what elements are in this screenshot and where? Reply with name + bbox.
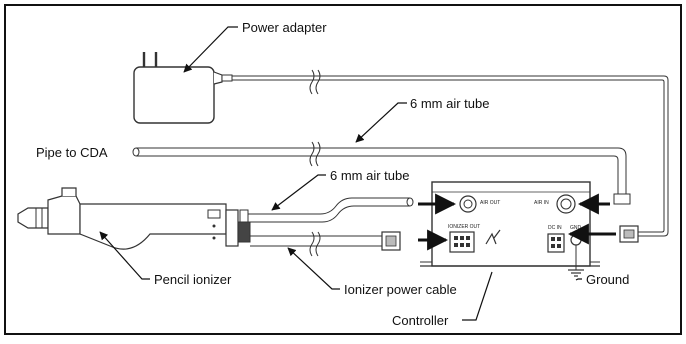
air-tube-top-label: 6 mm air tube	[410, 96, 489, 111]
air-tube-top-leader	[355, 102, 407, 143]
pencil-ionizer-device	[17, 187, 251, 250]
dc-in-port-label: DC IN	[548, 225, 562, 231]
controller-leader	[462, 271, 493, 321]
power-adapter-device	[133, 52, 233, 124]
cda-air-tube-inner	[136, 155, 619, 196]
ground-leader	[575, 278, 582, 281]
ionizer-air-tube-inner	[248, 205, 410, 223]
diagram-border	[4, 4, 682, 335]
cda-air-tube	[136, 147, 627, 196]
power-adapter-leader	[183, 26, 238, 73]
gnd-port-label: GND	[570, 225, 582, 231]
air-in-port-label: AIR IN	[534, 200, 549, 206]
ionizer-power-cable-leader	[287, 247, 340, 290]
adapter-cable-inner	[232, 79, 665, 233]
controller-device	[420, 181, 600, 267]
pencil-ionizer-label: Pencil ionizer	[154, 272, 232, 287]
pipe-to-cda-label: Pipe to CDA	[36, 145, 108, 160]
ionizer-power-cable-label: Ionizer power cable	[344, 282, 457, 297]
ground-label: Ground	[586, 272, 629, 287]
pencil-ionizer-leader	[99, 231, 150, 280]
ionizer-out-port-label: IONIZER OUT	[448, 224, 480, 230]
air-tube-mid-leader	[271, 174, 326, 211]
ionizer-air-tube	[248, 197, 410, 215]
air-tube-mid-label: 6 mm air tube	[330, 168, 409, 183]
air-out-port-label: AIR OUT	[480, 200, 500, 206]
power-adapter-label: Power adapter	[242, 20, 327, 35]
ionizer-power-cable-line	[250, 235, 383, 247]
controller-label: Controller	[392, 313, 449, 328]
adapter-cable	[232, 75, 669, 237]
